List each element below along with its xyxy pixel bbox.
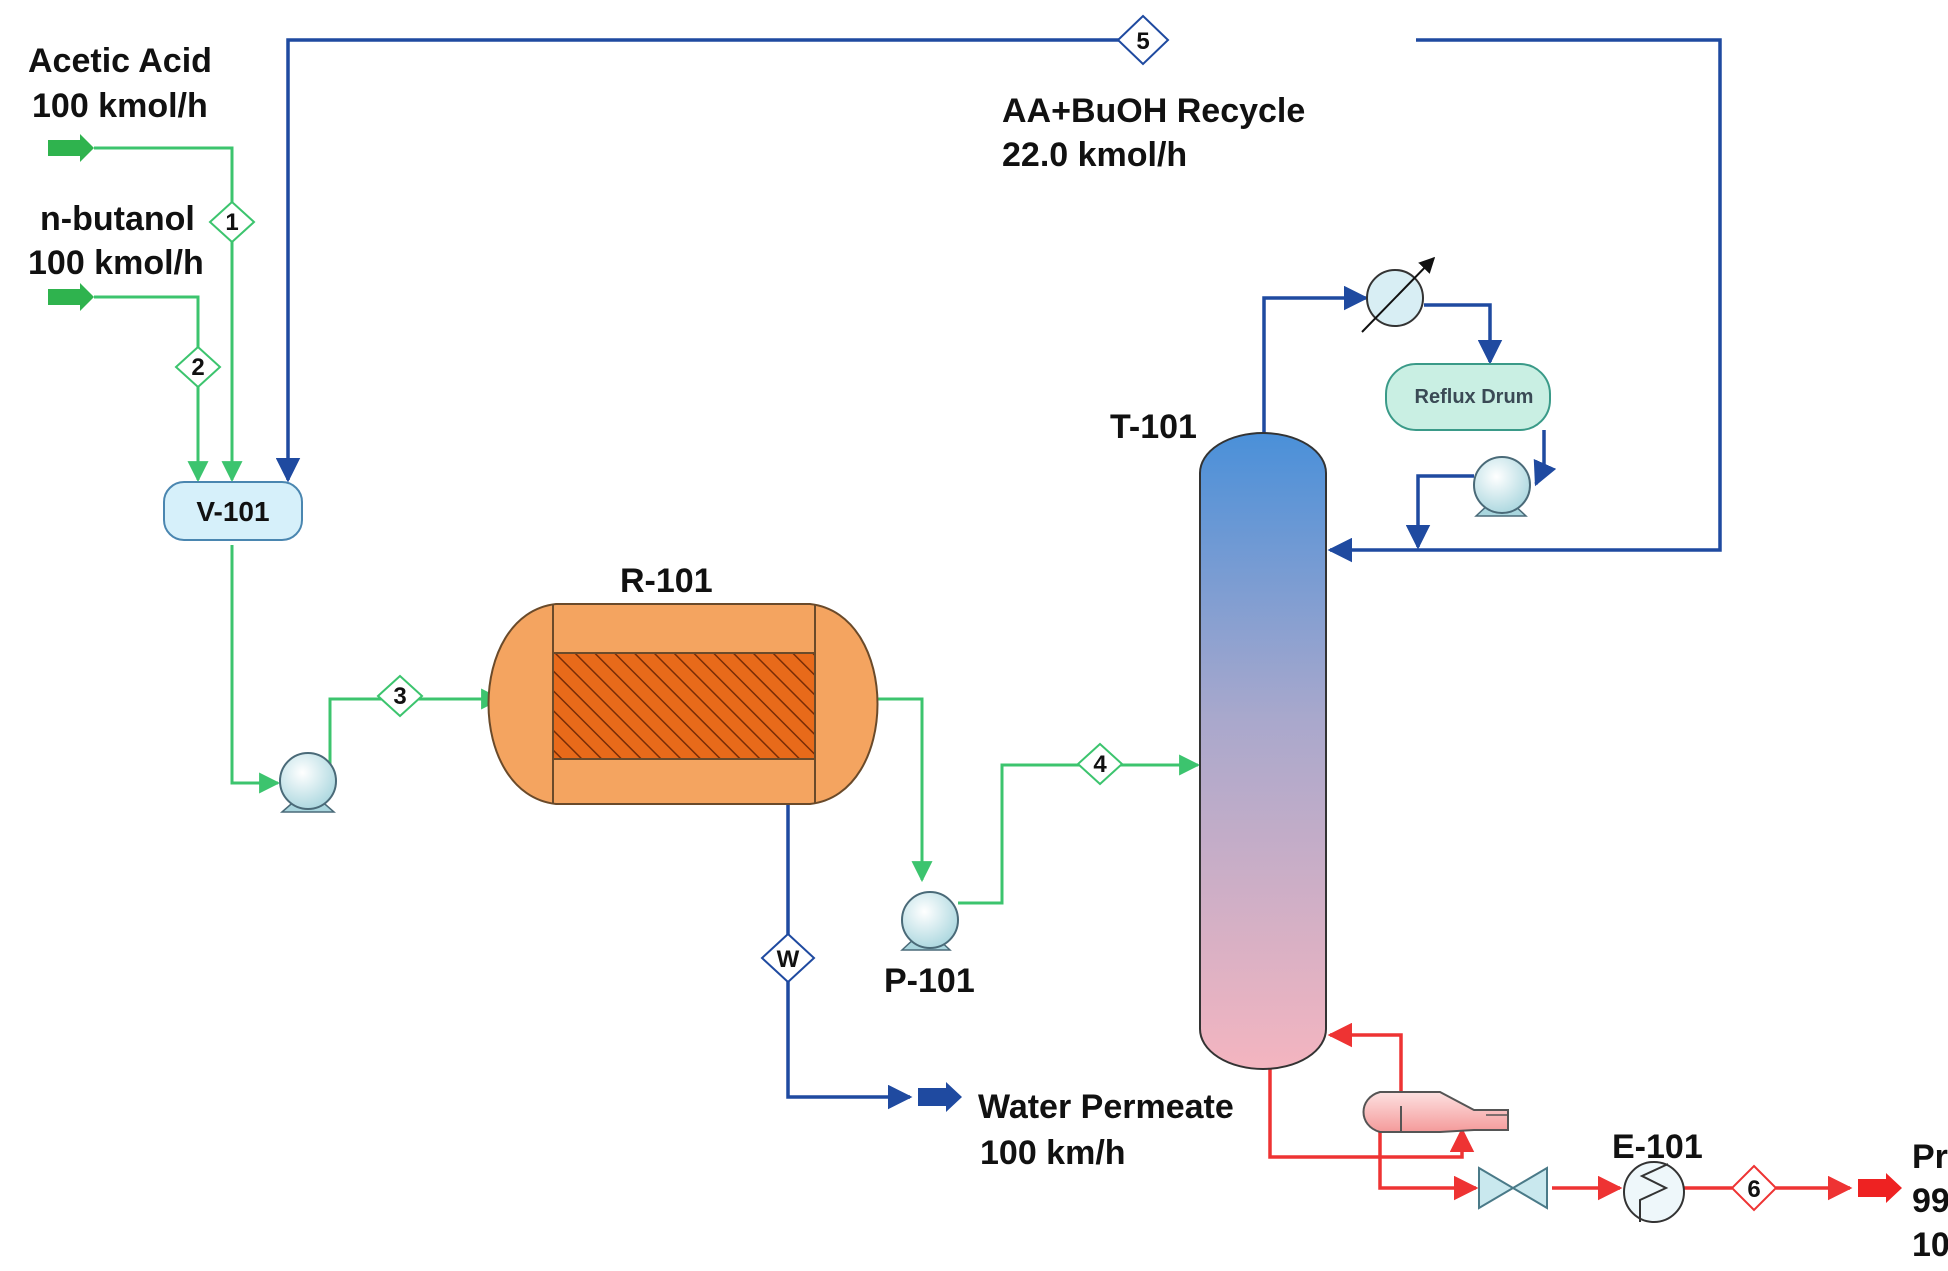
reflux-pump [1473, 456, 1531, 517]
svg-text:1: 1 [225, 209, 238, 236]
pump-label: P-101 [884, 962, 975, 1000]
column-label: T-101 [1110, 408, 1197, 446]
permeate-flow: 100 km/h [980, 1134, 1126, 1172]
stream-tag-2: 2 [174, 345, 222, 389]
permeate-arrow [918, 1082, 962, 1112]
product-arrow [1858, 1173, 1902, 1203]
reactor-r101 [487, 603, 879, 805]
product-label-line3: 10 [1912, 1226, 1948, 1264]
reflux-drum: Reflux Drum [1385, 363, 1551, 431]
condenser [1361, 256, 1436, 333]
exchanger-label: E-101 [1612, 1128, 1703, 1166]
reactor-label: R-101 [620, 562, 713, 600]
product-label-line2: 99 [1912, 1182, 1948, 1220]
stream-tag-3: 3 [376, 674, 424, 718]
svg-text:4: 4 [1093, 751, 1107, 778]
stream-tag-1: 1 [208, 200, 256, 244]
feed-pump [279, 752, 337, 813]
recycle-name: AA+BuOH Recycle [1002, 92, 1305, 130]
stream-tag-4: 4 [1076, 742, 1124, 786]
reboiler [1362, 1091, 1509, 1133]
stream-tag-6: 6 [1730, 1164, 1778, 1212]
butanol-flow: 100 kmol/h [28, 244, 204, 282]
recycle-streams [275, 38, 1722, 1110]
pump-p101 [900, 891, 959, 951]
butanol-name: n-butanol [40, 200, 195, 238]
stream-tag-w: W [760, 932, 816, 984]
butanol-feed-arrow [48, 283, 94, 311]
mixer-label: V-101 [196, 496, 269, 527]
valve [1478, 1166, 1548, 1210]
mixer-v101: V-101 [163, 481, 303, 541]
svg-text:2: 2 [191, 354, 204, 381]
feed-streams [94, 146, 1201, 905]
recycle-flow: 22.0 kmol/h [1002, 136, 1187, 174]
permeate-name: Water Permeate [978, 1088, 1234, 1126]
reflux-drum-label: Reflux Drum [1415, 386, 1534, 408]
svg-text:3: 3 [393, 683, 406, 710]
heat-exchanger-e101 [1623, 1161, 1685, 1223]
stream-tag-5: 5 [1116, 14, 1170, 66]
svg-text:5: 5 [1136, 28, 1149, 55]
svg-text:W: W [777, 946, 800, 973]
product-streams [1268, 1022, 1853, 1201]
acetic-acid-feed-arrow [48, 134, 94, 162]
svg-text:6: 6 [1747, 1176, 1760, 1203]
catalyst-bed [552, 652, 816, 760]
acetic-acid-flow: 100 kmol/h [32, 87, 208, 125]
column-t101 [1199, 432, 1327, 1070]
product-label-line1: Pr [1912, 1138, 1948, 1176]
acetic-acid-name: Acetic Acid [28, 42, 212, 80]
